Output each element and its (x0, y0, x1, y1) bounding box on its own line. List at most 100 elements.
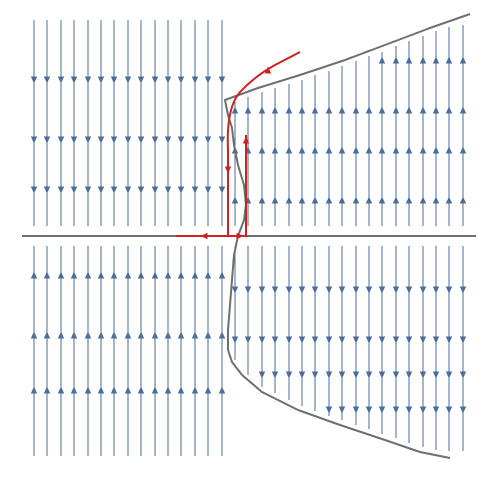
flow-arrow-up-icon (271, 106, 279, 114)
flow-arrow-up-icon (432, 56, 440, 64)
flow-arrow-down-icon (378, 286, 386, 294)
flow-arrow-down-icon (405, 336, 413, 344)
flow-arrow-down-icon (459, 286, 467, 294)
flow-arrow-up-icon (218, 331, 226, 339)
flow-arrow-down-icon (378, 371, 386, 379)
flow-arrow-up-icon (419, 196, 427, 204)
flow-arrow-up-icon (137, 331, 145, 339)
flow-arrow-down-icon (271, 336, 279, 344)
flow-arrow-down-icon (84, 136, 92, 144)
flow-arrow-down-icon (352, 371, 360, 379)
flow-arrow-down-icon (365, 406, 373, 414)
flow-arrow-up-icon (84, 271, 92, 279)
flow-arrow-down-icon (419, 286, 427, 294)
flow-arrow-down-icon (70, 136, 78, 144)
flow-arrow-down-icon (311, 286, 319, 294)
flow-arrow-down-icon (378, 336, 386, 344)
flow-arrow-up-icon (43, 331, 51, 339)
flow-arrow-up-icon (405, 106, 413, 114)
flow-arrow-down-icon (365, 371, 373, 379)
trajectory-arrow-right-icon (236, 232, 244, 240)
flow-arrow-down-icon (325, 286, 333, 294)
flow-arrow-down-icon (285, 336, 293, 344)
flow-arrow-up-icon (378, 196, 386, 204)
flow-arrow-up-icon (204, 386, 212, 394)
flow-arrow-up-icon (392, 146, 400, 154)
flow-arrow-up-icon (124, 331, 132, 339)
flow-arrow-down-icon (137, 76, 145, 84)
flow-arrow-down-icon (30, 136, 38, 144)
flow-arrow-up-icon (57, 271, 65, 279)
flow-arrow-down-icon (392, 371, 400, 379)
flow-arrow-down-icon (43, 76, 51, 84)
flow-arrow-down-icon (110, 136, 118, 144)
flow-arrow-up-icon (70, 386, 78, 394)
flow-arrow-up-icon (70, 271, 78, 279)
flow-arrow-up-icon (244, 106, 252, 114)
flow-arrow-down-icon (298, 286, 306, 294)
flow-arrow-up-icon (378, 56, 386, 64)
flow-arrow-down-icon (191, 76, 199, 84)
flow-arrow-down-icon (405, 371, 413, 379)
flow-arrow-up-icon (124, 386, 132, 394)
flow-arrow-down-icon (57, 136, 65, 144)
flow-arrow-down-icon (392, 336, 400, 344)
flow-arrow-down-icon (258, 336, 266, 344)
flow-arrow-up-icon (164, 331, 172, 339)
flow-arrow-down-icon (445, 406, 453, 414)
flow-arrow-down-icon (57, 186, 65, 194)
flow-arrow-down-icon (325, 336, 333, 344)
trajectory-arrow-down-icon (224, 166, 232, 174)
flow-arrow-up-icon (392, 196, 400, 204)
flow-arrow-down-icon (231, 286, 239, 294)
flow-arrow-down-icon (84, 76, 92, 84)
flow-arrow-down-icon (97, 186, 105, 194)
flow-arrow-down-icon (30, 186, 38, 194)
flow-arrow-up-icon (298, 106, 306, 114)
flow-arrow-down-icon (151, 76, 159, 84)
flow-arrow-down-icon (124, 136, 132, 144)
flow-arrow-down-icon (338, 336, 346, 344)
flow-arrow-up-icon (271, 196, 279, 204)
flow-arrow-down-icon (285, 286, 293, 294)
flow-arrow-up-icon (151, 386, 159, 394)
flow-arrow-down-icon (459, 406, 467, 414)
flow-arrow-up-icon (459, 146, 467, 154)
flow-arrow-up-icon (459, 56, 467, 64)
flow-arrow-down-icon (338, 406, 346, 414)
flow-arrow-up-icon (177, 386, 185, 394)
flow-arrow-down-icon (164, 186, 172, 194)
flow-arrow-down-icon (311, 336, 319, 344)
flow-arrow-up-icon (164, 271, 172, 279)
flow-arrow-down-icon (124, 186, 132, 194)
flow-arrow-down-icon (97, 76, 105, 84)
flow-arrow-up-icon (325, 106, 333, 114)
trajectory-arrow-up-icon (242, 136, 250, 144)
flow-arrow-down-icon (258, 286, 266, 294)
flow-arrow-up-icon (57, 331, 65, 339)
flow-arrow-up-icon (177, 271, 185, 279)
flow-arrow-up-icon (97, 271, 105, 279)
flow-arrow-down-icon (325, 406, 333, 414)
flow-arrow-down-icon (352, 336, 360, 344)
flow-arrow-up-icon (204, 271, 212, 279)
flow-arrow-down-icon (164, 76, 172, 84)
flow-arrow-up-icon (378, 106, 386, 114)
flow-arrow-down-icon (151, 186, 159, 194)
flow-arrow-up-icon (432, 196, 440, 204)
flow-arrow-up-icon (218, 271, 226, 279)
flow-arrow-down-icon (164, 136, 172, 144)
flow-arrow-up-icon (30, 271, 38, 279)
flow-arrow-down-icon (419, 406, 427, 414)
flow-arrow-down-icon (338, 371, 346, 379)
trajectory-arrows (200, 66, 272, 240)
flow-arrow-up-icon (445, 56, 453, 64)
flow-arrow-up-icon (419, 146, 427, 154)
flow-arrow-up-icon (352, 196, 360, 204)
flow-arrow-down-icon (204, 136, 212, 144)
flow-arrow-up-icon (352, 106, 360, 114)
flow-arrow-up-icon (124, 271, 132, 279)
flow-arrow-down-icon (338, 286, 346, 294)
flow-arrow-down-icon (392, 406, 400, 414)
